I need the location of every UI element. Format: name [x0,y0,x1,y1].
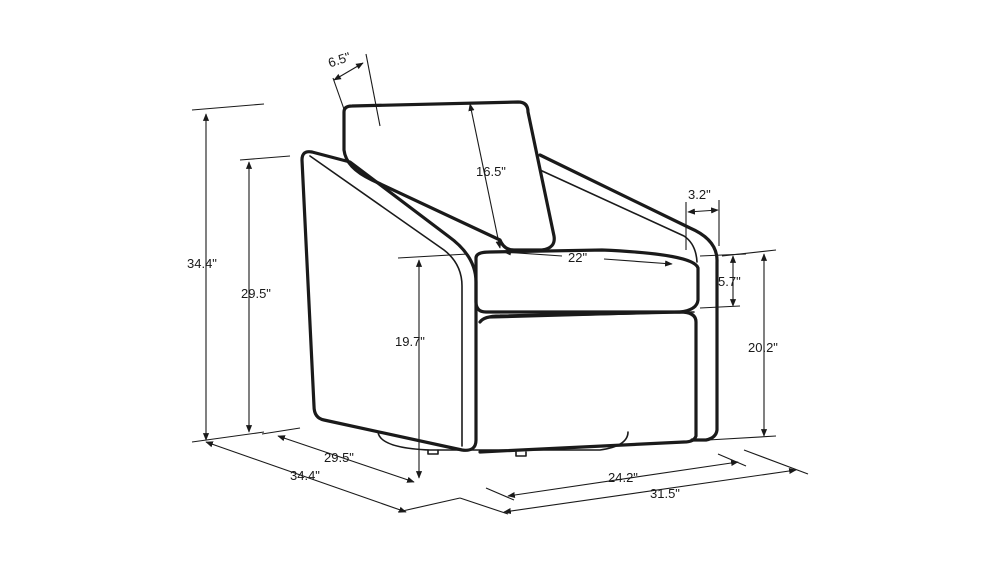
label-arm-height: 20.2" [748,340,778,355]
ext-line [721,249,777,257]
label-seat-cushion-height: 5.7" [718,274,741,289]
ext-line [397,253,469,259]
label-cushion-height: 16.5" [476,164,506,179]
right-arm-top-edge [539,169,698,263]
back-cushion [342,100,556,252]
label-overall-width: 31.5" [650,486,680,501]
seat-skirt-line [483,311,695,319]
label-back-height: 29.5" [241,286,271,301]
ext-line [191,103,265,111]
chair-illustration [300,100,719,457]
label-seat-height: 19.7" [395,334,425,349]
ext-line [485,487,515,501]
dim-line-cushion-height [468,103,502,249]
dim-line-seat-width-left [503,249,563,257]
ext-line [707,435,777,441]
left-arm-shell [300,150,478,452]
dimension-labels: 6.5" 16.5" 3.2" 22" 5.7" 34.4" 29.5" 19.… [187,49,778,501]
ext-line [191,431,265,443]
seat-front-body [478,310,698,454]
ext-line [459,497,509,515]
base-foot-left [427,449,439,455]
ext-line [365,53,381,127]
label-seat-depth: 29.5" [324,450,354,465]
right-arm-shell [538,153,719,442]
ext-line [397,497,461,513]
label-seat-width: 22" [568,250,587,265]
label-cushion-depth: 6.5" [326,49,353,70]
ext-line [332,77,346,113]
dim-line-arm-width [687,207,719,215]
label-inner-width: 24.2" [608,470,638,485]
left-arm-inner-edge [309,155,463,447]
ext-line [261,427,301,435]
label-arm-width: 3.2" [688,187,711,202]
dimension-lines [191,53,809,515]
ext-line [717,453,747,467]
ext-line [699,305,741,309]
ext-line [239,155,291,161]
ext-line [743,449,809,475]
base-foot-right [515,451,527,457]
label-overall-height: 34.4" [187,256,217,271]
dim-line-cushion-depth [333,62,364,81]
label-overall-depth: 34.4" [290,468,320,483]
seat-cushion [474,248,700,314]
dim-line-overall-depth [205,441,407,513]
dim-line-overall-width [503,467,797,515]
dim-line-seat-width-right [603,258,673,267]
